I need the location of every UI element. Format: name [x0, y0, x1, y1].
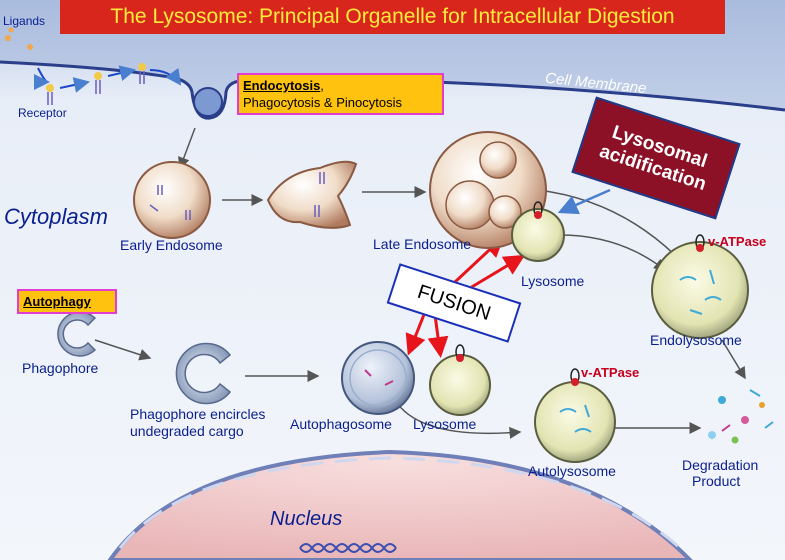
- label-endolysosome: Endolysosome: [650, 332, 742, 348]
- label-phagophore-encircles-1: Phagophore encircles: [130, 406, 266, 422]
- endocytosis-box: Endocytosis, Phagocytosis & Pinocytosis: [237, 73, 444, 115]
- endocytic-vesicle: [193, 87, 223, 117]
- autophagosome-shape: [341, 341, 415, 415]
- label-vatpase-top: v-ATPase: [708, 234, 767, 249]
- label-autolysosome: Autolysosome: [528, 463, 616, 479]
- vatpase-pump-autolysosome: [570, 368, 580, 386]
- tubular-endosome-shape: [266, 160, 358, 229]
- title-bar: The Lysosome: Principal Organelle for In…: [60, 0, 725, 34]
- label-autophagosome: Autophagosome: [290, 416, 392, 432]
- label-lysosome-top: Lysosome: [521, 273, 585, 289]
- page-title: The Lysosome: Principal Organelle for In…: [110, 5, 675, 28]
- autophagy-title: Autophagy: [23, 294, 91, 309]
- label-late-endosome: Late Endosome: [373, 236, 472, 252]
- endocytosis-subtitle: Phagocytosis & Pinocytosis: [243, 95, 402, 110]
- label-vatpase-bottom: v-ATPase: [581, 365, 640, 380]
- phagophore-encircling-shape: [175, 342, 232, 405]
- endocytosis-comma: ,: [320, 78, 324, 93]
- label-cytoplasm: Cytoplasm: [4, 204, 108, 229]
- vatpase-pump-top: [533, 201, 543, 219]
- lysosome-bottom-shape: [429, 354, 491, 416]
- vatpase-pump-bottom: [455, 344, 465, 362]
- label-ligands: Ligands: [3, 14, 46, 28]
- autolysosome-shape: [534, 381, 616, 463]
- label-degradation-2: Product: [692, 473, 741, 489]
- label-phagophore-encircles-2: undegraded cargo: [130, 423, 244, 439]
- degradation-fragments: [708, 389, 774, 444]
- lysosome-top-shape: [511, 208, 565, 262]
- early-endosome-shape: [133, 161, 211, 239]
- label-receptor: Receptor: [18, 106, 67, 120]
- label-lysosome-bottom: Lysosome: [413, 416, 477, 432]
- vatpase-pump-endolysosome: [695, 234, 705, 252]
- fusion-arrows: [405, 235, 526, 358]
- autophagy-box: Autophagy: [17, 289, 117, 314]
- cell-membrane-line: [0, 60, 785, 120]
- label-degradation-1: Degradation: [682, 457, 759, 473]
- label-early-endosome: Early Endosome: [120, 237, 223, 253]
- phagophore-shape: [57, 311, 97, 357]
- endolysosome-shape: [651, 241, 749, 339]
- label-phagophore: Phagophore: [22, 360, 99, 376]
- endocytosis-title: Endocytosis: [243, 78, 321, 93]
- label-nucleus: Nucleus: [270, 508, 343, 530]
- ligand-dots: [5, 27, 33, 50]
